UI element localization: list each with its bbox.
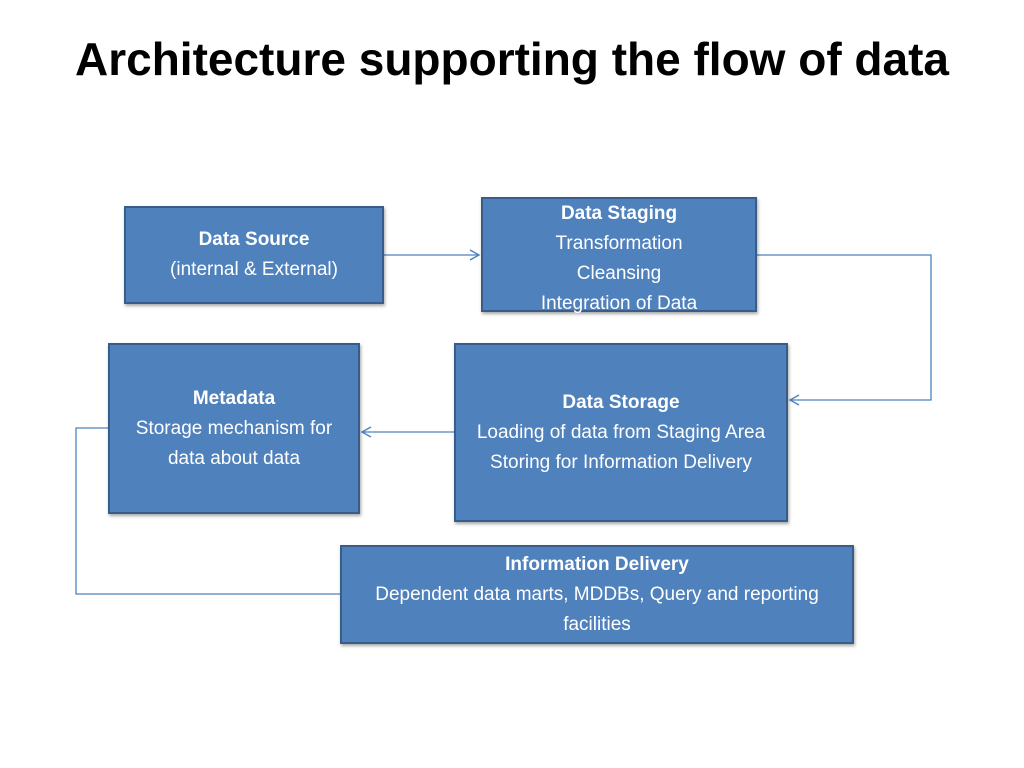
metadata-heading: Metadata	[192, 387, 276, 409]
connector-metadata-to-delivery	[75, 427, 340, 595]
data-staging-line: Cleansing	[576, 263, 662, 284]
information-delivery-box: Information Delivery Dependent data mart…	[340, 545, 854, 644]
metadata-line: Storage mechanism for data about data	[135, 417, 333, 469]
data-storage-box: Data Storage Loading of data from Stagin…	[454, 343, 788, 522]
data-storage-line: Loading of data from Staging Area	[476, 421, 766, 443]
data-source-box: Data Source (internal & External)	[124, 206, 384, 304]
data-storage-line: Storing for Information Delivery	[490, 451, 752, 473]
data-staging-line: Integration of Data	[540, 293, 698, 314]
data-staging-box: Data Staging Transformation Cleansing In…	[481, 197, 757, 314]
metadata-box: Metadata Storage mechanism for data abou…	[108, 343, 360, 514]
slide-title: Architecture supporting the flow of data	[74, 33, 950, 85]
information-delivery-line: Dependent data marts, MDDBs, Query and r…	[375, 583, 819, 635]
data-staging-heading: Data Staging	[560, 203, 678, 224]
data-staging-line: Transformation	[555, 233, 683, 254]
information-delivery-heading: Information Delivery	[505, 553, 689, 575]
data-source-heading: Data Source	[198, 229, 310, 250]
data-source-line: (internal & External)	[170, 259, 338, 280]
connector-staging-to-storage	[757, 254, 932, 406]
data-storage-heading: Data Storage	[562, 391, 680, 413]
